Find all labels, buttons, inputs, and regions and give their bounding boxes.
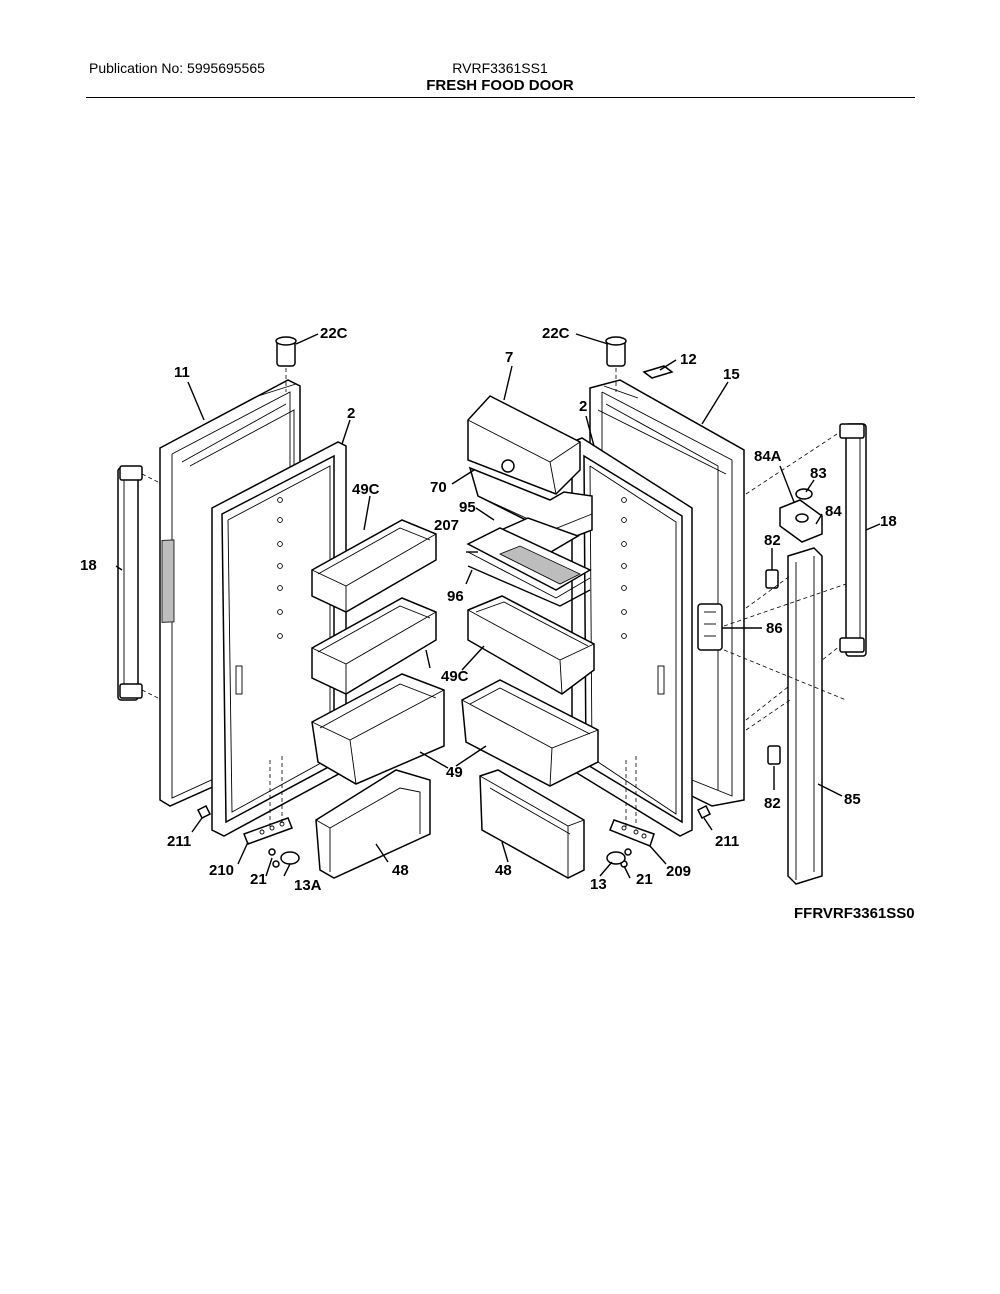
callout-48-right: 48 <box>495 862 512 879</box>
callout-48-left: 48 <box>392 862 409 879</box>
right-door-gasket <box>571 437 693 837</box>
page-title: FRESH FOOD DOOR <box>426 77 574 94</box>
drawing-code: FFRVRF3361SS0 <box>794 905 915 922</box>
bracket-82-upper <box>765 569 779 589</box>
right-gasket-dots <box>621 497 627 639</box>
callout-85: 85 <box>844 791 861 808</box>
callout-49-left: 49 <box>446 764 463 781</box>
shelf-207 <box>466 527 592 599</box>
callout-70: 70 <box>430 479 447 496</box>
callout-207: 207 <box>434 517 459 534</box>
right-top-hinge-cap <box>605 336 627 392</box>
left-door-handle <box>117 465 163 701</box>
callout-49c-upper: 49C <box>352 481 380 498</box>
callout-82-lower: 82 <box>764 795 781 812</box>
callout-86: 86 <box>766 620 783 637</box>
callout-209: 209 <box>666 863 691 880</box>
callout-18-right: 18 <box>880 513 897 530</box>
left-door-bin-large <box>311 673 445 785</box>
header-divider <box>86 97 915 98</box>
shelf-frame-96 <box>467 565 591 607</box>
callout-13a: 13A <box>294 877 322 894</box>
callout-2-right: 2 <box>579 398 587 415</box>
callout-2-left: 2 <box>347 405 355 422</box>
callout-22c-left: 22C <box>320 325 348 342</box>
assembly-phantom-lines <box>723 575 847 731</box>
hinge-bracket-84 <box>779 499 823 543</box>
left-door-bin-upper <box>311 519 437 613</box>
callout-15: 15 <box>723 366 740 383</box>
callout-12: 12 <box>680 351 697 368</box>
callout-49c-middle: 49C <box>441 668 469 685</box>
right-door-bin-middle <box>467 595 595 695</box>
left-top-hinge-cap <box>275 336 297 392</box>
door-trim-strip <box>787 547 823 885</box>
publication-number: Publication No: 5995695565 <box>89 60 265 76</box>
callout-84: 84 <box>825 503 842 520</box>
right-door-handle <box>745 423 867 721</box>
callout-13: 13 <box>590 876 607 893</box>
left-gasket-dots <box>277 497 283 639</box>
callout-211-right: 211 <box>715 833 739 850</box>
left-door-bin-bottom <box>315 769 431 879</box>
callout-leader-lines <box>115 333 881 879</box>
left-door-gasket <box>211 441 347 837</box>
trim-piece-12 <box>642 365 674 379</box>
callout-96: 96 <box>447 588 464 605</box>
left-door-bin-middle <box>311 597 437 695</box>
right-door-bin-bottom <box>479 769 585 879</box>
callout-211-left: 211 <box>167 833 191 850</box>
dispenser-housing <box>467 395 593 541</box>
right-door-panel-86 <box>697 603 723 651</box>
callout-labels: 22C 11 2 49C 18 49C 49 48 211 210 21 13A… <box>80 325 897 894</box>
callout-21-right: 21 <box>636 871 653 888</box>
callout-95: 95 <box>459 499 476 516</box>
callout-11: 11 <box>174 364 190 381</box>
callout-82-upper: 82 <box>764 532 781 549</box>
plug-83 <box>795 488 813 500</box>
callout-210: 210 <box>209 862 234 879</box>
callout-18-left: 18 <box>80 557 97 574</box>
callout-84a: 84A <box>754 448 782 465</box>
model-number: RVRF3361SS1 <box>452 60 548 76</box>
bracket-82-lower <box>767 745 781 765</box>
left-bottom-hinge <box>196 756 300 868</box>
callout-22c-right: 22C <box>542 325 570 342</box>
callout-21-left: 21 <box>250 871 267 888</box>
callout-83: 83 <box>810 465 827 482</box>
callout-7: 7 <box>505 349 513 366</box>
right-door-bin-large <box>461 679 599 787</box>
